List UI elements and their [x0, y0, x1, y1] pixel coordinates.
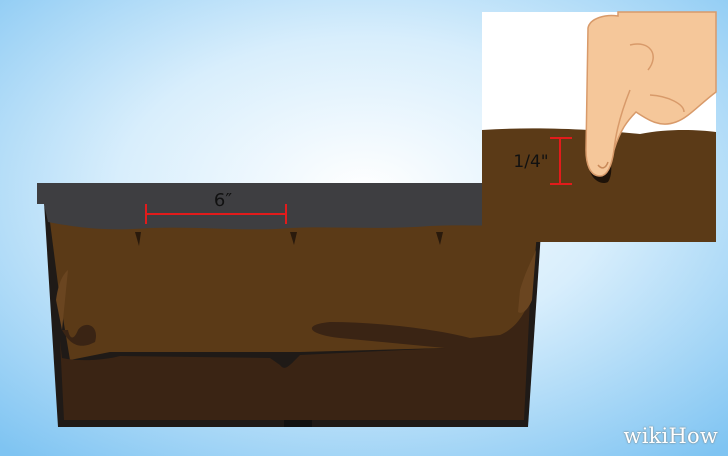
planting-hole	[290, 232, 297, 245]
soil-highlight	[56, 270, 68, 330]
planting-hole	[135, 232, 141, 246]
wikihow-watermark: wikiHow	[623, 424, 718, 448]
pot-rim	[37, 183, 543, 230]
soil-top-layer	[50, 222, 538, 360]
planting-hole	[436, 232, 443, 245]
soil-highlight-right	[518, 250, 536, 313]
seed-pot	[37, 183, 543, 427]
finger-icon	[585, 11, 717, 177]
spacing-label: 6″	[214, 190, 232, 211]
soil-bottom-layer	[60, 300, 530, 420]
spacing-measure: 6″	[145, 190, 287, 224]
inset-soil	[482, 128, 716, 242]
depth-inset: 1/4"	[482, 11, 717, 242]
depth-label: 1/4"	[513, 152, 548, 172]
drainage-hole	[284, 420, 312, 427]
